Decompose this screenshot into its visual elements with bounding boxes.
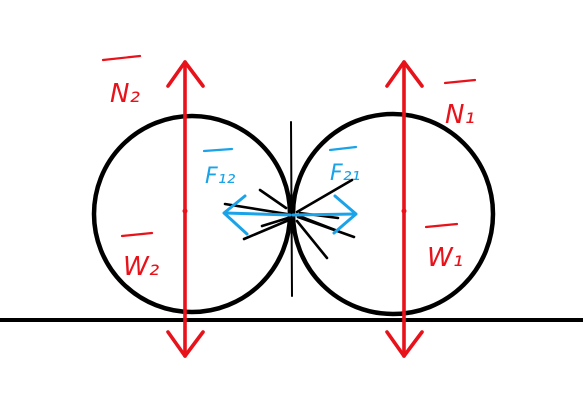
right-contact-rays <box>295 178 356 260</box>
n2-label: N₂ <box>110 79 140 109</box>
w1-overbar <box>424 222 459 229</box>
w2-label: W₂ <box>123 252 159 282</box>
f12-label: F₁₂ <box>205 164 235 189</box>
w1-label: W₁ <box>427 243 463 273</box>
left-ball-center <box>182 208 188 214</box>
right-ball-center <box>401 208 407 214</box>
n2-overbar <box>101 54 142 62</box>
f21-overbar <box>328 145 358 152</box>
n1-label: N₁ <box>445 100 475 130</box>
n1-overbar <box>443 78 477 85</box>
f21-arrow <box>291 194 358 235</box>
f12-overbar <box>202 147 234 153</box>
f21-label: F₂₁ <box>330 161 360 186</box>
contact-tangent-line <box>290 121 293 297</box>
f12-arrow <box>222 194 292 236</box>
w2-overbar <box>120 231 154 238</box>
